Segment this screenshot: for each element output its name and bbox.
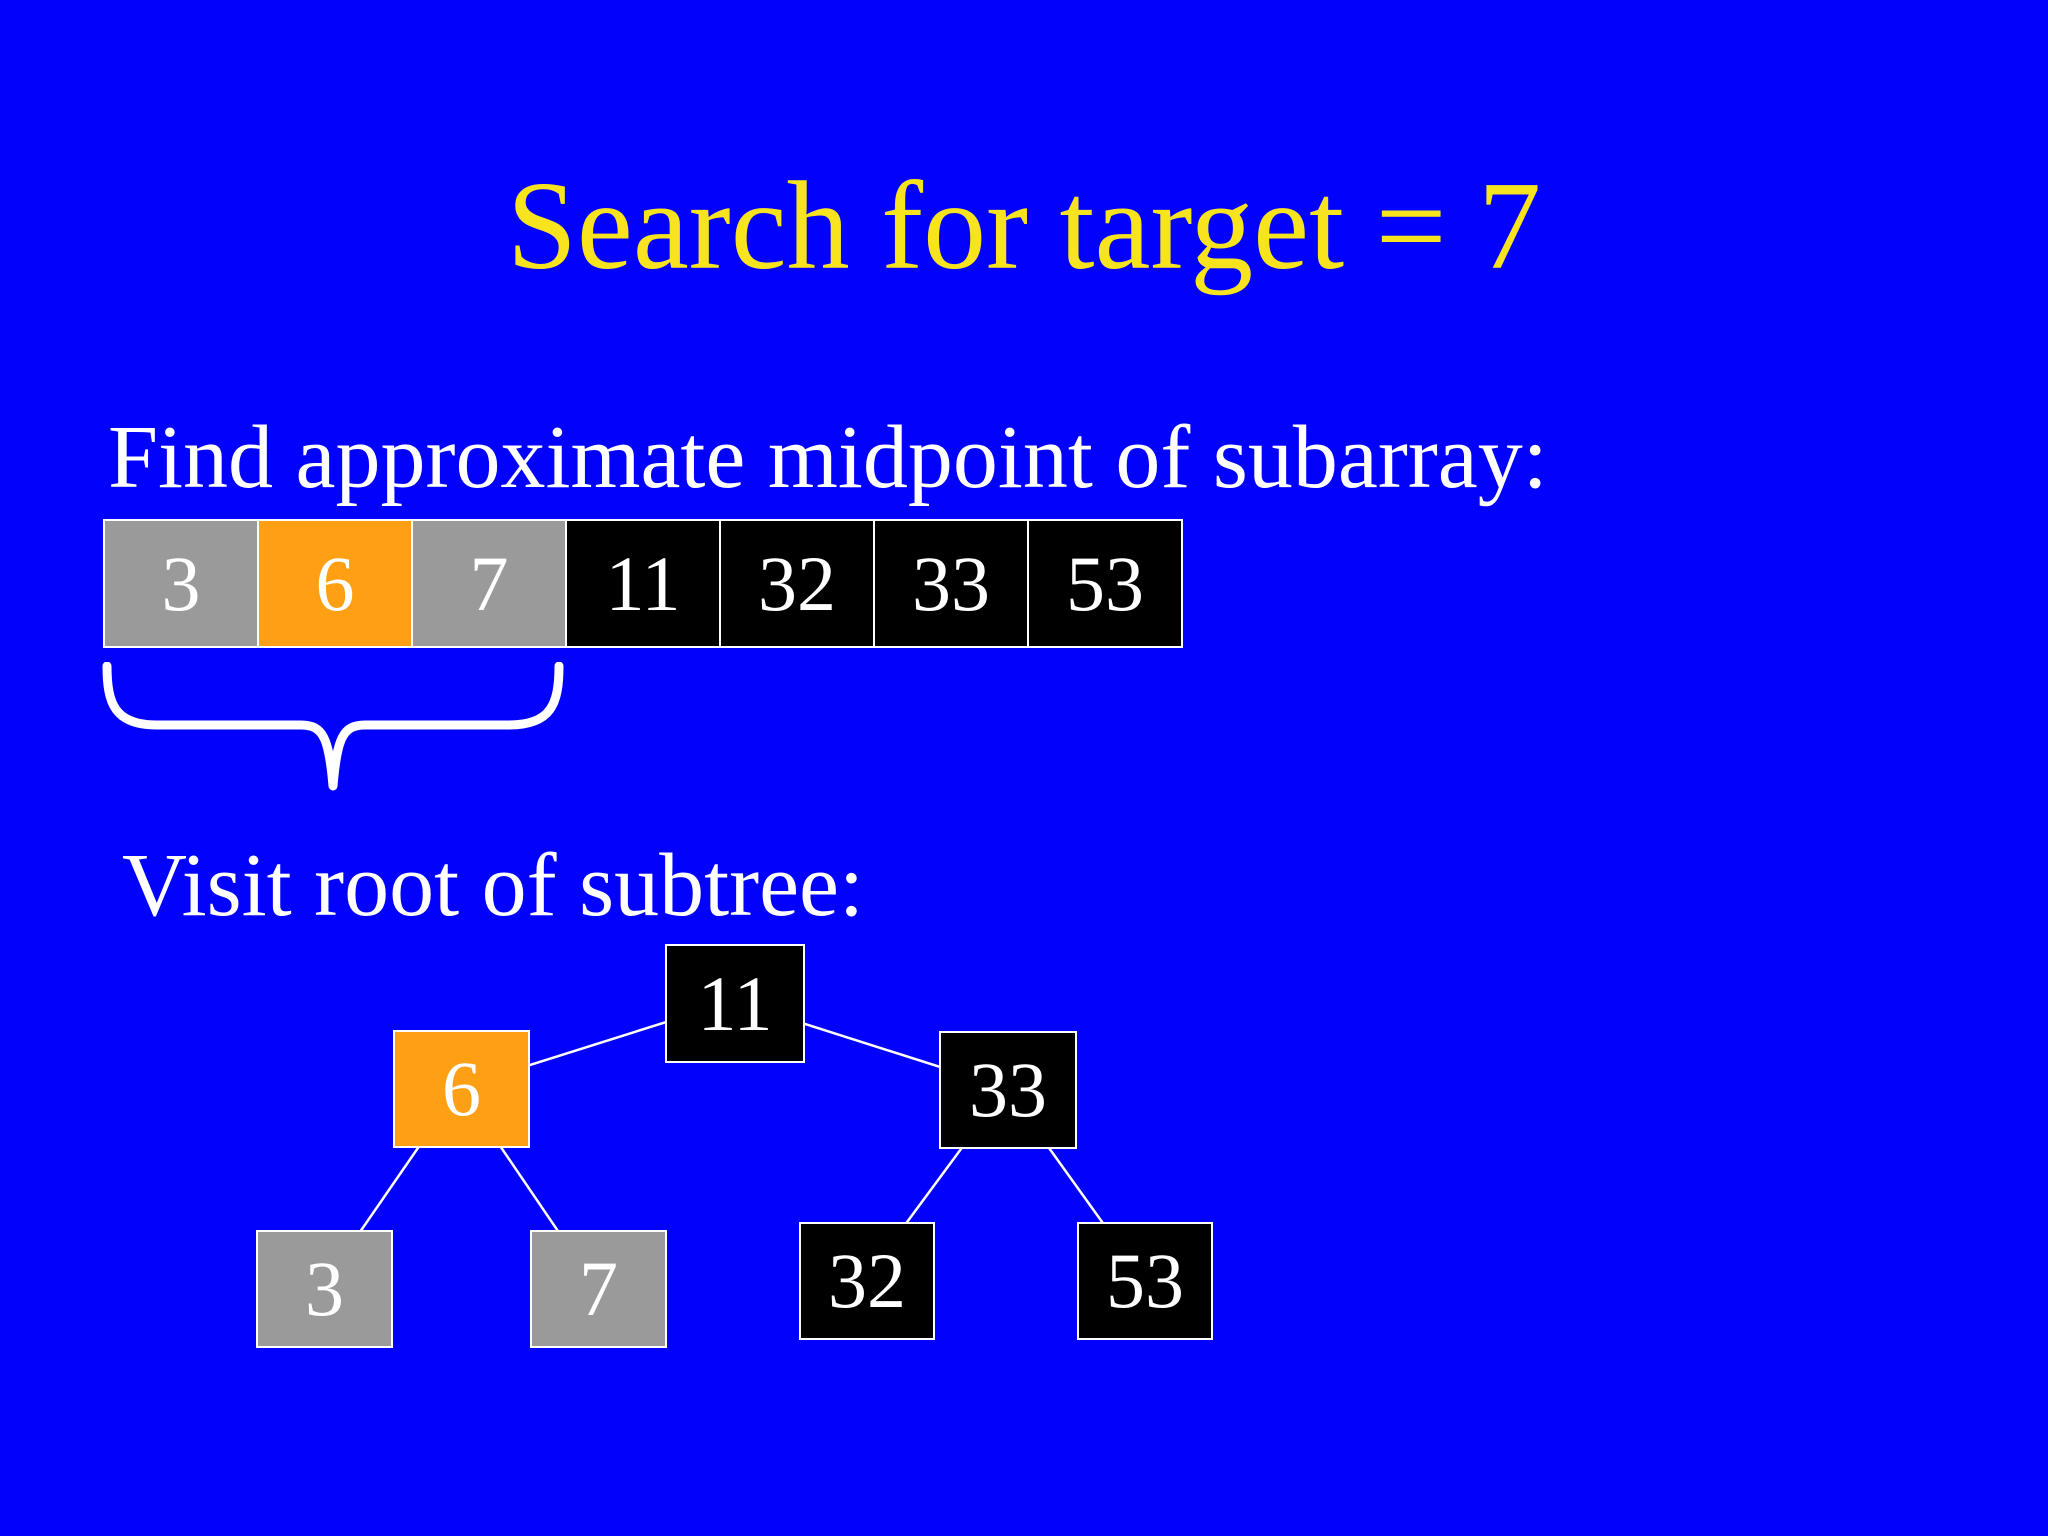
step1-label: Find approximate midpoint of subarray: — [108, 408, 1548, 507]
array-cell: 33 — [873, 519, 1029, 648]
array-cell: 11 — [565, 519, 721, 648]
array-cell: 7 — [411, 519, 567, 648]
slide-title: Search for target = 7 — [506, 157, 1542, 296]
underbrace — [102, 662, 564, 791]
array-cell: 53 — [1027, 519, 1183, 648]
tree-node: 7 — [530, 1230, 667, 1348]
array-cell-midpoint: 6 — [257, 519, 413, 648]
tree-node: 32 — [799, 1222, 935, 1340]
step2-label: Visit root of subtree: — [122, 836, 864, 935]
tree-node: 53 — [1077, 1222, 1213, 1340]
subarray-diagram: 3 6 7 11 32 33 53 — [103, 519, 1183, 648]
array-cell: 3 — [103, 519, 259, 648]
tree-node-current: 6 — [393, 1030, 530, 1148]
tree-node-root: 11 — [665, 944, 805, 1063]
tree-node: 33 — [939, 1031, 1077, 1149]
tree-node: 3 — [256, 1230, 393, 1348]
